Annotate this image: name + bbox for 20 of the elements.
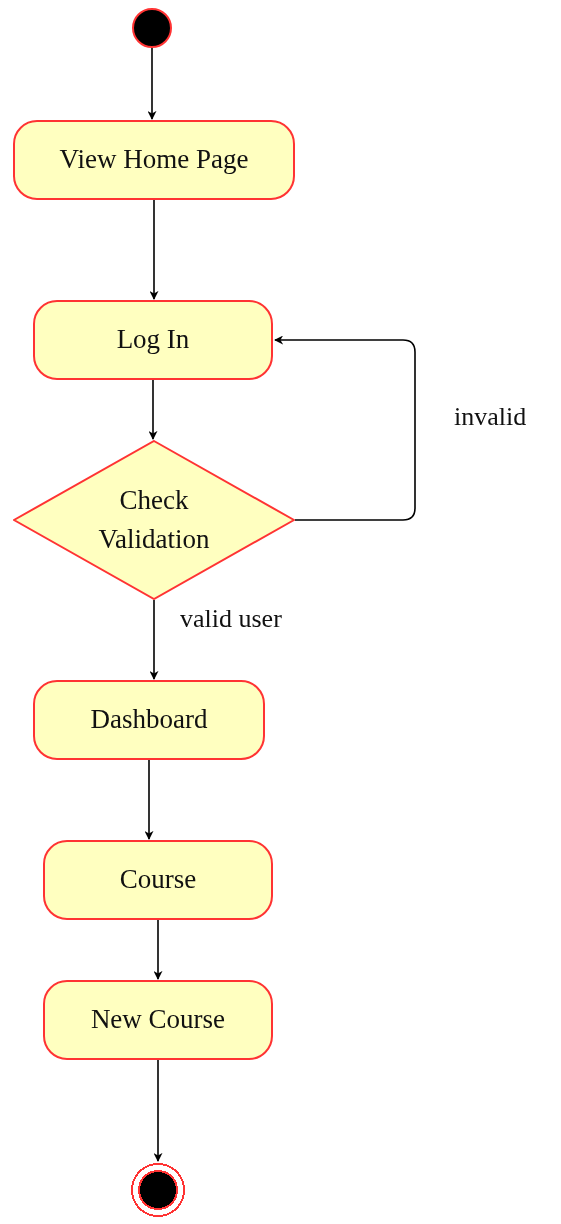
arrow (153, 1059, 163, 1162)
activity-box (33, 680, 265, 760)
arrow (148, 379, 158, 440)
activity-box (33, 300, 273, 380)
activity-label: Log In (115, 323, 191, 357)
decision-label: Check Validation (97, 483, 211, 556)
arrow (149, 599, 159, 680)
activity-box (43, 840, 273, 920)
arrow (149, 199, 159, 300)
activity-box (13, 120, 295, 200)
activity-box (43, 980, 273, 1060)
arrow (274, 335, 416, 521)
arrow (147, 47, 157, 120)
activity-label: Dashboard (89, 703, 209, 737)
activity-label: Course (118, 863, 198, 897)
activity-label: View Home Page (58, 143, 250, 177)
activity-label: New Course (89, 1003, 227, 1037)
arrow (144, 759, 154, 840)
arrow (153, 919, 163, 980)
initial-node (132, 8, 172, 48)
